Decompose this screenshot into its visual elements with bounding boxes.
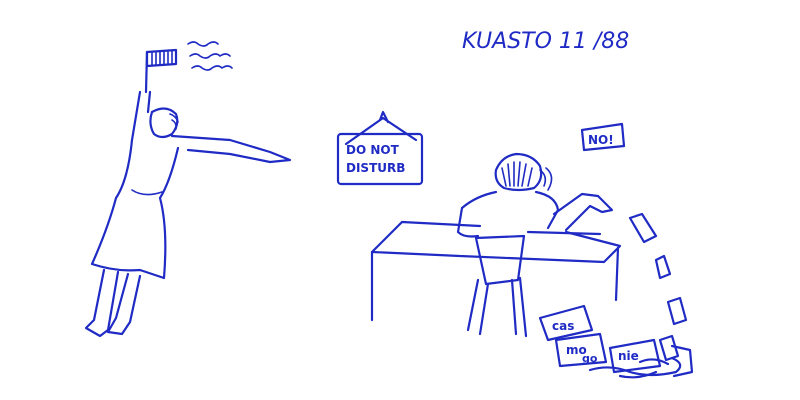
sign-line-1: DO NOT — [346, 143, 400, 157]
man-at-desk — [456, 152, 614, 338]
woman-figure — [84, 90, 292, 338]
desk — [370, 220, 622, 322]
paper-label-1: cas — [552, 319, 574, 333]
paper-label-2: mo — [566, 343, 587, 357]
flag-icon — [144, 48, 178, 94]
no-sign: NO! — [580, 122, 626, 152]
paper-label-4: nie — [618, 349, 639, 363]
flying-papers — [628, 212, 688, 362]
sign-line-2: DISTURB — [346, 161, 405, 175]
small-sign-label: NO! — [588, 133, 614, 147]
do-not-disturb-sign: DO NOT DISTURB — [336, 110, 424, 186]
waving-lines — [187, 41, 233, 71]
signature: KUASTO 11 /88 — [462, 29, 629, 54]
paper-label-3: go — [582, 352, 598, 365]
paper-pile: cas mo go nie — [538, 304, 694, 379]
